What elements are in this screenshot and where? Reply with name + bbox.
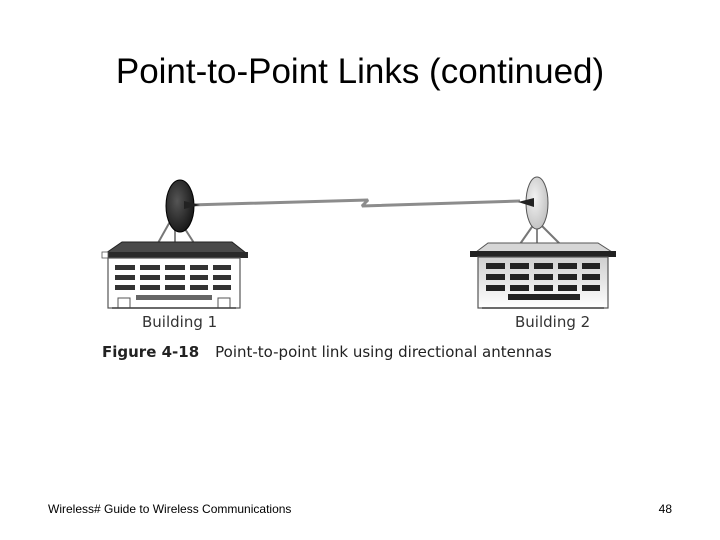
figure-number: Figure 4-18 [102, 343, 200, 361]
footer-course-title: Wireless# Guide to Wireless Communicatio… [48, 502, 292, 516]
slide-title: Point-to-Point Links (continued) [115, 52, 605, 91]
wireless-link-line [189, 198, 521, 208]
building-2-label: Building 2 [515, 313, 591, 331]
dish-antenna-light-icon [518, 176, 549, 230]
dish-antenna-dark-icon [165, 179, 200, 233]
figure-caption-text: Point-to-point link using directional an… [215, 343, 552, 361]
building-1 [101, 179, 248, 309]
page-number: 48 [658, 502, 672, 516]
building-1-label: Building 1 [142, 313, 218, 331]
figure-caption: Figure 4-18 Point-to-point link using dir… [102, 343, 552, 361]
building-2 [470, 176, 616, 309]
